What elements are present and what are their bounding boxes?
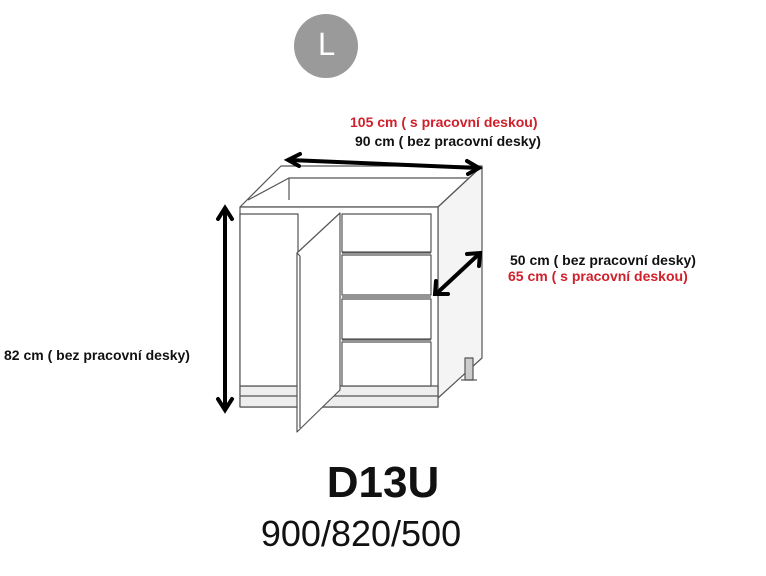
width-with-top-label: 105 cm ( s pracovní deskou) [350,114,538,130]
product-size: 900/820/500 [260,513,462,554]
depth-dimension-arrow [434,252,481,296]
width-dimension-arrow [288,158,480,170]
depth-without-top-label: 50 cm ( bez pracovní desky) [510,252,696,268]
cabinet-shelf-1 [341,213,432,253]
cabinet-side-panel [437,165,483,399]
cabinet-left-panel [239,213,299,387]
orientation-letter: L [317,28,335,63]
height-without-top-label: 82 cm ( bez pracovní desky) [4,347,190,363]
depth-with-top-label: 65 cm ( s pracovní deskou) [508,268,688,284]
orientation-badge: L [294,14,358,78]
cabinet-leg [464,357,474,381]
cabinet-shelf-3 [341,298,432,340]
cabinet-shelf-2 [341,254,432,296]
width-without-top-label: 90 cm ( bez pracovní desky) [355,133,541,149]
product-code: D13U [326,458,440,507]
cabinet-open-door [296,212,341,433]
cabinet-shelf-4 [341,341,432,387]
